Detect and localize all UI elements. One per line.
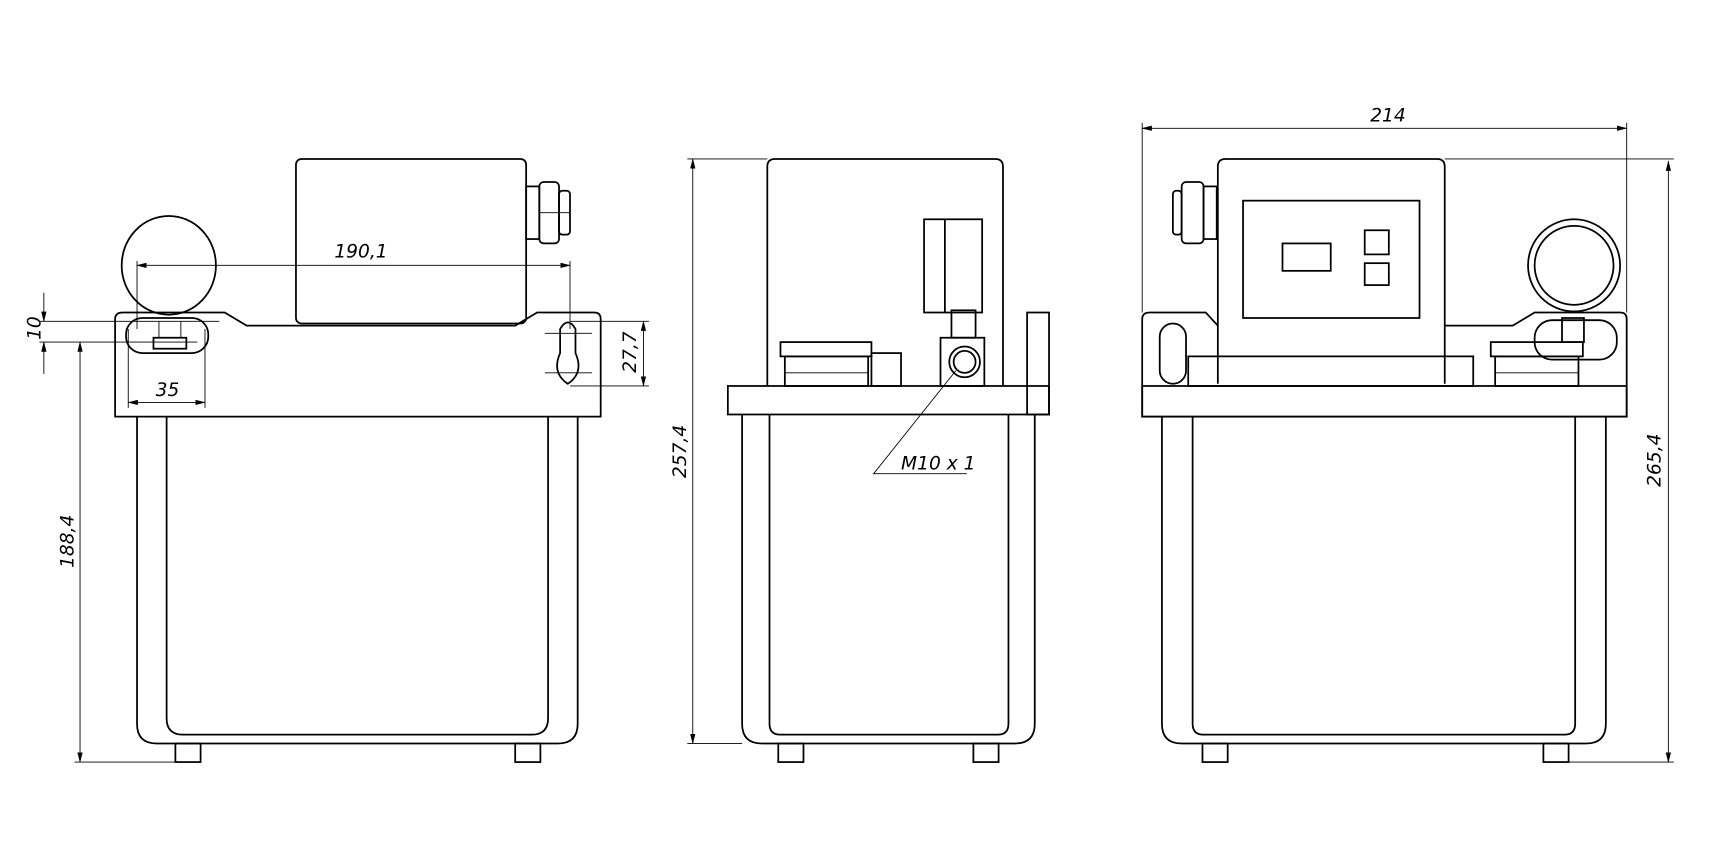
rear-right-slot	[1533, 319, 1618, 361]
side-gauge-stem	[950, 309, 977, 339]
rear-foot-left	[1201, 742, 1229, 763]
rear-button-1	[1363, 229, 1390, 256]
side-gauge	[923, 218, 984, 314]
rear-left-slot	[1158, 322, 1187, 385]
front-view: 190,1 35 10 27,7 188,4	[25, 158, 649, 763]
front-slot-block	[152, 336, 188, 350]
front-cable-gland	[525, 181, 571, 245]
rear-display	[1281, 242, 1332, 272]
rear-tank	[1161, 416, 1607, 745]
dim-188-4: 188,4	[57, 515, 78, 568]
rear-foot-right	[1542, 742, 1570, 763]
side-tank	[741, 414, 1036, 745]
side-fitting-body	[939, 336, 986, 387]
rear-base-plate	[1141, 311, 1628, 418]
side-view: 257,4 M10 x 1	[670, 158, 1050, 763]
rear-button-2	[1363, 262, 1390, 286]
front-foot-right	[514, 742, 542, 763]
dim-35: 35	[156, 380, 180, 401]
front-left-slot	[125, 317, 210, 354]
label-m10x1: M10 x 1	[901, 453, 975, 474]
side-bracket	[1026, 311, 1050, 416]
dim-265-4: 265,4	[1645, 434, 1666, 487]
rear-motor-box	[1216, 158, 1446, 384]
dim-10: 10	[25, 316, 46, 340]
rear-view: 214 265,4	[1141, 106, 1674, 763]
dim-214: 214	[1370, 106, 1406, 127]
side-m10-port	[948, 345, 981, 379]
dim-257-4: 257,4	[670, 425, 691, 478]
side-foot-left	[777, 742, 805, 763]
side-foot-right	[972, 742, 1000, 763]
front-base-plate	[114, 311, 602, 418]
side-base-plate	[726, 385, 1050, 416]
rear-cable-gland	[1172, 181, 1218, 245]
dim-27-7: 27,7	[620, 331, 641, 373]
front-motor-box	[295, 158, 528, 325]
front-keyhole-slot	[556, 321, 580, 385]
rear-control-panel	[1242, 199, 1421, 319]
side-motor-box	[766, 158, 1004, 386]
front-foot-left	[174, 742, 202, 763]
front-tank	[136, 416, 579, 745]
front-tank-inner	[165, 416, 549, 736]
dim-190-1: 190,1	[334, 242, 387, 263]
rear-pressure-gauge	[1527, 218, 1621, 313]
side-block-top	[779, 341, 873, 358]
